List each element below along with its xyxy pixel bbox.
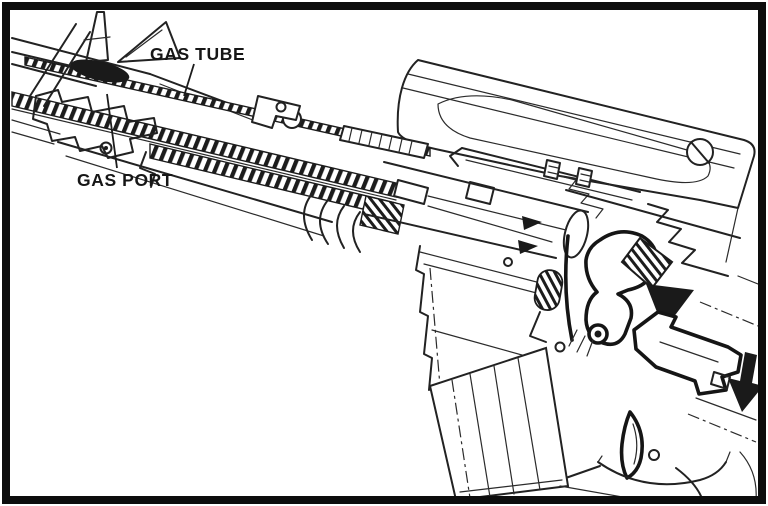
disconnector-bar [632,310,743,396]
gas-port-label: GAS PORT [77,170,173,190]
bolt-catch [533,269,564,311]
rifle-cutaway-drawing: GAS TUBE GAS PORT [11,11,758,496]
gas-port-hole [99,141,113,155]
front-sight-assembly [29,11,301,188]
gas-tube-label: GAS TUBE [150,44,245,64]
trigger [619,410,644,480]
gas-tube-callout: GAS TUBE [150,44,245,97]
front-sight-post [85,11,109,63]
carrying-handle [396,59,756,219]
down-arrow-icon [728,352,758,412]
upper-receiver [565,189,758,327]
pistol-grip [559,397,757,496]
gas-key [339,125,429,159]
trigger-guard [597,449,731,486]
hammer-rotation-arrow-icon [620,236,694,330]
sight-base-slot [70,59,130,83]
barrel-nut [303,179,429,253]
gas-port-callout: GAS PORT [77,93,173,190]
lower-receiver [415,245,601,481]
magazine [428,346,570,496]
carrier-motion-arrow-icons [518,216,542,254]
